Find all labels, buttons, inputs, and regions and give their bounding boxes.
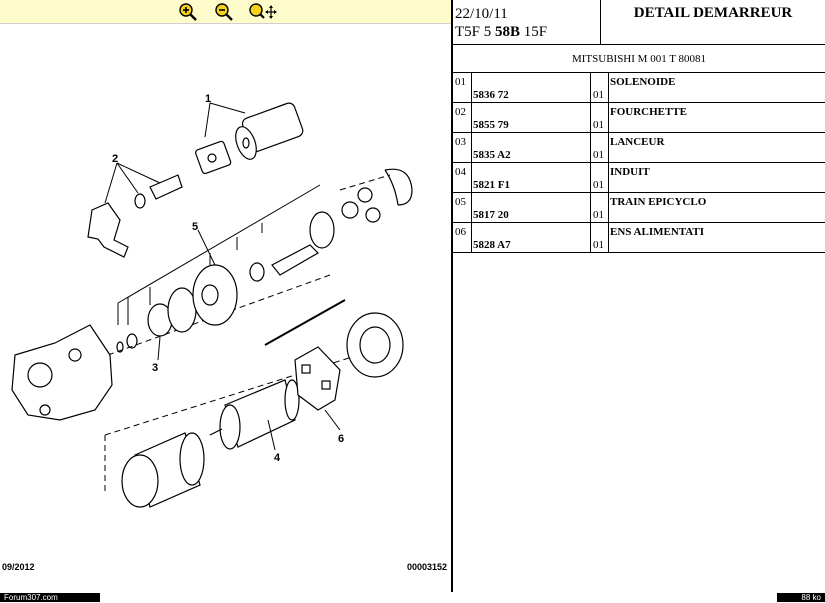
part-index: 03: [455, 136, 466, 148]
diagram-label-6: 6: [338, 433, 344, 445]
pinion-part: [116, 287, 197, 353]
exploded-view-diagram: 1 2 3 4 5 6: [0, 25, 451, 570]
part-quantity: 01: [593, 89, 604, 101]
parts-table: 01 5836 72 01 SOLENOIDE 02 5855 79 01 FO…: [453, 73, 825, 253]
table-row[interactable]: 04 5821 F1 01 INDUIT: [453, 163, 825, 193]
diagram-panel: 1 2 3 4 5 6 09/2012 00003152: [0, 0, 451, 572]
status-site: Forum307.com: [0, 593, 100, 602]
solenoid-part: [195, 102, 304, 175]
table-row[interactable]: 01 5836 72 01 SOLENOIDE: [453, 73, 825, 103]
part-quantity: 01: [593, 239, 604, 251]
part-name: INDUIT: [610, 166, 650, 178]
part-reference: 5817 20: [473, 209, 509, 221]
brush-holder-part: [294, 346, 341, 411]
end-cap-part: [346, 312, 404, 378]
table-row[interactable]: 05 5817 20 01 TRAIN EPICYCLO: [453, 193, 825, 223]
table-row[interactable]: 03 5835 A2 01 LANCEUR: [453, 133, 825, 163]
part-reference: 5821 F1: [473, 179, 510, 191]
part-index: 02: [455, 106, 466, 118]
zoom-pan-button[interactable]: [248, 2, 278, 22]
part-reference: 5828 A7: [473, 239, 511, 251]
status-size: 88 ko: [777, 593, 825, 602]
diagram-label-3: 3: [152, 362, 158, 374]
epicyclic-train-part: [192, 168, 413, 326]
zoom-out-button[interactable]: [214, 2, 234, 22]
diagram-label-4: 4: [274, 452, 281, 464]
zoom-in-icon: [179, 3, 197, 21]
part-reference: 5835 A2: [473, 149, 511, 161]
header-info: 22/10/11 T5F 5 58B 15F: [453, 0, 601, 45]
part-index: 01: [455, 76, 466, 88]
part-name: TRAIN EPICYCLO: [610, 196, 707, 208]
diagram-label-1: 1: [205, 93, 211, 105]
header-code-suffix: 15F: [520, 24, 548, 40]
header-date: 22/10/11: [455, 6, 508, 22]
part-name: SOLENOIDE: [610, 76, 676, 88]
status-bar: Forum307.com 88 ko: [0, 592, 825, 603]
part-reference: 5836 72: [473, 89, 509, 101]
fork-part: [87, 174, 183, 258]
diagram-label-2: 2: [112, 153, 118, 165]
header-code: T5F 5 58B 15F: [455, 24, 547, 41]
part-quantity: 01: [593, 179, 604, 191]
part-index: 06: [455, 226, 466, 238]
part-name: FOURCHETTE: [610, 106, 688, 118]
diagram-label-5: 5: [192, 221, 198, 233]
table-row[interactable]: 02 5855 79 01 FOURCHETTE: [453, 103, 825, 133]
part-quantity: 01: [593, 149, 604, 161]
part-reference: 5855 79: [473, 119, 509, 131]
part-quantity: 01: [593, 119, 604, 131]
zoom-toolbar: [0, 0, 451, 24]
header-title-cell: DETAIL DEMARREUR: [601, 0, 825, 45]
zoom-in-button[interactable]: [178, 2, 198, 22]
zoom-out-icon: [215, 3, 233, 21]
header-code-bold: 58B: [495, 24, 521, 40]
part-quantity: 01: [593, 209, 604, 221]
part-name: LANCEUR: [610, 136, 665, 148]
part-index: 04: [455, 166, 466, 178]
header-code-prefix: T5F 5: [455, 24, 496, 40]
table-row[interactable]: 06 5828 A7 01 ENS ALIMENTATI: [453, 223, 825, 253]
drive-housing-part: [11, 324, 113, 421]
diagram-reference: 00003152: [406, 562, 447, 572]
parts-panel: 22/10/11 T5F 5 58B 15F DETAIL DEMARREUR …: [453, 0, 825, 592]
yoke-part: [121, 432, 205, 508]
armature-part: [209, 379, 311, 450]
model-row: MITSUBISHI M 001 T 80081: [453, 45, 825, 73]
panel-divider: [451, 0, 453, 592]
page-title: DETAIL DEMARREUR: [633, 5, 793, 21]
diagram-date: 09/2012: [2, 562, 35, 572]
part-index: 05: [455, 196, 466, 208]
zoom-pan-icon: [249, 3, 277, 19]
part-name: ENS ALIMENTATI: [610, 226, 705, 238]
